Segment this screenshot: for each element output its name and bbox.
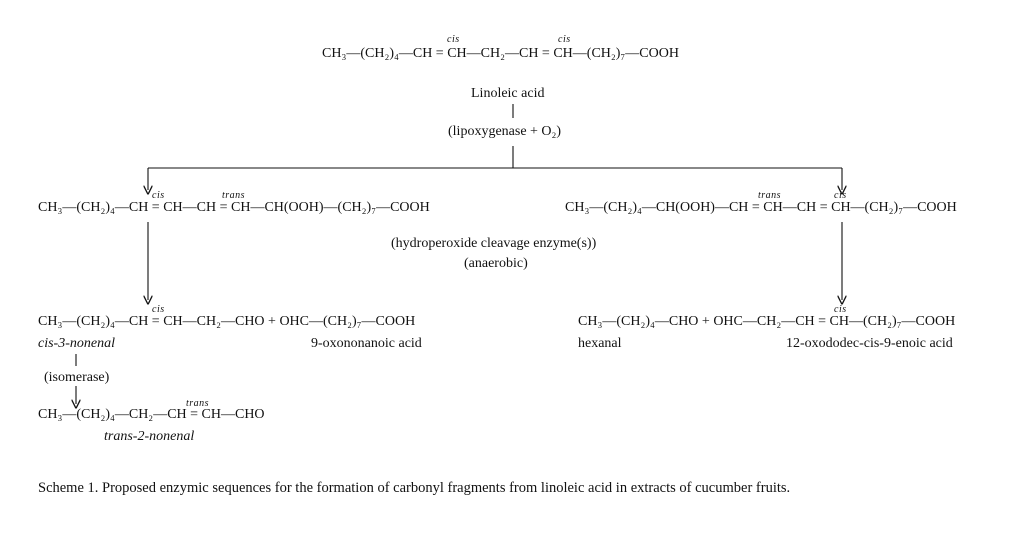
12-oxododecenoic-acid-name: 12-oxododec-cis-9-enoic acid	[786, 336, 953, 351]
right-products-cis-label: cis	[834, 304, 847, 315]
right-cleavage-products: CH₃—(CH₂)₄—CHO + OHC—CH₂—CH = CH—(CH₂)₇—…	[578, 314, 956, 329]
trans-2-nonenal-name: trans-2-nonenal	[104, 429, 195, 444]
top-cis-label-1: cis	[447, 34, 460, 45]
linoleic-acid-formula: CH₃—(CH₂)₄—CH = CH—CH₂—CH = CH—(CH₂)₇—CO…	[322, 46, 679, 61]
left-products-cis-label: cis	[152, 304, 165, 315]
cis-3-nonenal-name: cis-3-nonenal	[38, 336, 115, 351]
hexanal-name: hexanal	[578, 336, 622, 351]
13-hydroperoxide-formula: CH₃—(CH₂)₄—CH = CH—CH = CH—CH(OOH)—(CH₂)…	[38, 200, 430, 215]
anaerobic-label: (anaerobic)	[464, 256, 528, 271]
scheme-caption: Scheme 1. Proposed enzymic sequences for…	[38, 480, 791, 496]
left-cleavage-products: CH₃—(CH₂)₄—CH = CH—CH₂—CHO + OHC—(CH₂)₇—…	[38, 314, 416, 329]
linoleic-acid-name: Linoleic acid	[471, 86, 545, 101]
trans-2-nonenal-formula: CH₃—(CH₂)₄—CH₂—CH = CH—CHO	[38, 407, 265, 422]
right-cis-label: cis	[834, 190, 847, 201]
final-trans-label: trans	[186, 398, 210, 409]
9-hydroperoxide-formula: CH₃—(CH₂)₄—CH(OOH)—CH = CH—CH = CH—(CH₂)…	[565, 200, 957, 215]
right-trans-label: trans	[758, 190, 782, 201]
isomerase-label: (isomerase)	[44, 370, 110, 385]
cleavage-enzyme-label: (hydroperoxide cleavage enzyme(s))	[391, 236, 597, 251]
lipoxygenase-label: (lipoxygenase + O₂)	[448, 124, 562, 139]
9-oxononanoic-acid-name: 9-oxononanoic acid	[311, 336, 422, 351]
left-trans-label: trans	[222, 190, 246, 201]
top-cis-label-2: cis	[558, 34, 571, 45]
left-cis-label: cis	[152, 190, 165, 201]
